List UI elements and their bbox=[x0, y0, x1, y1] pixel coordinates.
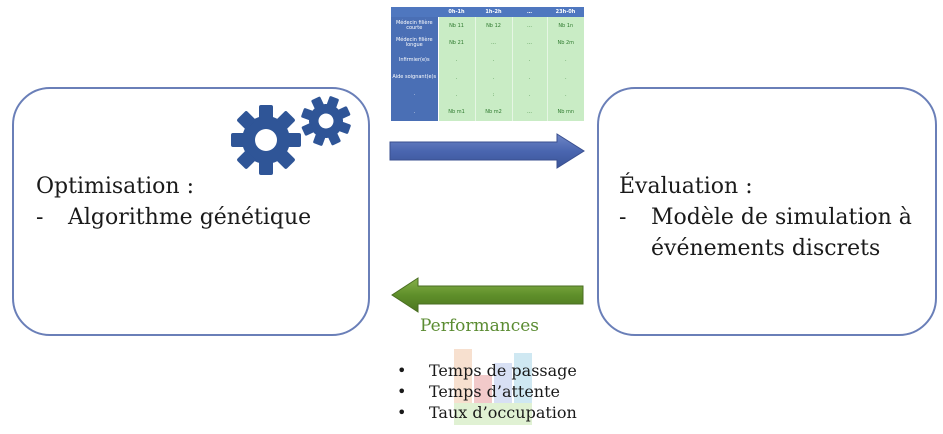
optimisation-title: Optimisation : bbox=[36, 174, 194, 199]
gears-icon bbox=[231, 93, 356, 175]
schedule-table-row-label: . bbox=[391, 86, 439, 104]
evaluation-item: -Modèle de simulation à événements discr… bbox=[619, 202, 912, 264]
schedule-table-row-label: . bbox=[391, 103, 439, 121]
schedule-table-cell: . bbox=[546, 86, 584, 104]
list-item: • Temps de passage bbox=[397, 360, 577, 381]
table-row: . Nb m1 Nb m2 … Nb mn bbox=[391, 103, 584, 121]
bullet: • bbox=[397, 382, 407, 401]
schedule-table-column-header: 23h-0h bbox=[547, 7, 584, 17]
schedule-table-cell: : bbox=[474, 86, 512, 104]
performance-chart-icon bbox=[454, 349, 532, 425]
arrow-right-icon bbox=[389, 133, 585, 169]
schedule-table-cell: … bbox=[511, 34, 547, 52]
schedule-table-cell: . bbox=[474, 68, 512, 87]
table-row: Infirmier(e)s . . . . bbox=[391, 51, 584, 69]
arrow-left-icon bbox=[391, 277, 584, 313]
list-item: • Temps d’attente bbox=[397, 381, 577, 402]
bullet: • bbox=[397, 403, 407, 422]
optimisation-item-dash: - bbox=[36, 205, 44, 230]
schedule-table-cell: Nb 11 bbox=[437, 17, 475, 35]
evaluation-title: Évaluation : bbox=[619, 174, 753, 199]
schedule-table: 0h-1h 1h-2h … 23h-0h Médecin filière cou… bbox=[391, 7, 584, 121]
schedule-table-cell: … bbox=[511, 103, 547, 121]
schedule-table-corner bbox=[391, 7, 438, 17]
list-item-text: Taux d’occupation bbox=[429, 403, 577, 422]
schedule-table-column-header: 1h-2h bbox=[475, 7, 512, 17]
list-item-text: Temps d’attente bbox=[429, 382, 561, 401]
list-item-text: Temps de passage bbox=[429, 361, 577, 380]
schedule-table-cell: Nb 1n bbox=[546, 17, 584, 35]
schedule-table-column-header: … bbox=[512, 7, 547, 17]
schedule-table-cell: . bbox=[546, 68, 584, 87]
schedule-table-cell: Nb 2m bbox=[546, 34, 584, 52]
schedule-table-cell: . bbox=[511, 51, 547, 69]
list-item: • Taux d’occupation bbox=[397, 402, 577, 423]
schedule-table-cell: . bbox=[511, 68, 547, 87]
schedule-table-cell: . bbox=[437, 51, 475, 69]
optimisation-item-text: Algorithme génétique bbox=[68, 205, 312, 230]
optimisation-item: -Algorithme génétique bbox=[36, 202, 311, 233]
schedule-table-cell: . bbox=[546, 51, 584, 69]
table-row: . . : . . bbox=[391, 86, 584, 104]
schedule-table-cell: Nb 12 bbox=[474, 17, 512, 35]
table-row: Médecin filière courte Nb 11 Nb 12 … Nb … bbox=[391, 17, 584, 35]
schedule-table-cell: Nb 21 bbox=[437, 34, 475, 52]
schedule-table-cell: . bbox=[437, 86, 475, 104]
schedule-table-row-label: Médecin filière longue bbox=[391, 34, 439, 52]
evaluation-item-line: événements discrets bbox=[651, 236, 881, 261]
evaluation-box: Évaluation : -Modèle de simulation à évé… bbox=[597, 87, 937, 336]
bullet: • bbox=[397, 361, 407, 380]
schedule-table-row-label: Infirmier(e)s bbox=[391, 51, 439, 69]
schedule-table-column-header: 0h-1h bbox=[438, 7, 475, 17]
schedule-table-cell: . bbox=[511, 86, 547, 104]
evaluation-item-line: Modèle de simulation à bbox=[651, 205, 912, 230]
schedule-table-cell: … bbox=[474, 34, 512, 52]
schedule-table-row-label: Aide soignant(e)s bbox=[391, 68, 439, 87]
schedule-table-cell: Nb m2 bbox=[474, 103, 512, 121]
schedule-table-cell: Nb m1 bbox=[437, 103, 475, 121]
schedule-table-cell: Nb mn bbox=[546, 103, 584, 121]
performances-list: • Temps de passage • Temps d’attente • Taux… bbox=[397, 360, 577, 423]
performances-title: Performances bbox=[420, 316, 540, 336]
table-row: Aide soignant(e)s . . . . bbox=[391, 68, 584, 87]
table-row: Médecin filière longue Nb 21 … … Nb 2m bbox=[391, 34, 584, 52]
schedule-table-header-row: 0h-1h 1h-2h … 23h-0h bbox=[391, 7, 584, 17]
schedule-table-cell: . bbox=[437, 68, 475, 87]
evaluation-item-dash: - bbox=[619, 205, 627, 230]
schedule-table-cell: … bbox=[511, 17, 547, 35]
schedule-table-cell: . bbox=[474, 51, 512, 69]
schedule-table-row-label: Médecin filière courte bbox=[391, 17, 439, 35]
